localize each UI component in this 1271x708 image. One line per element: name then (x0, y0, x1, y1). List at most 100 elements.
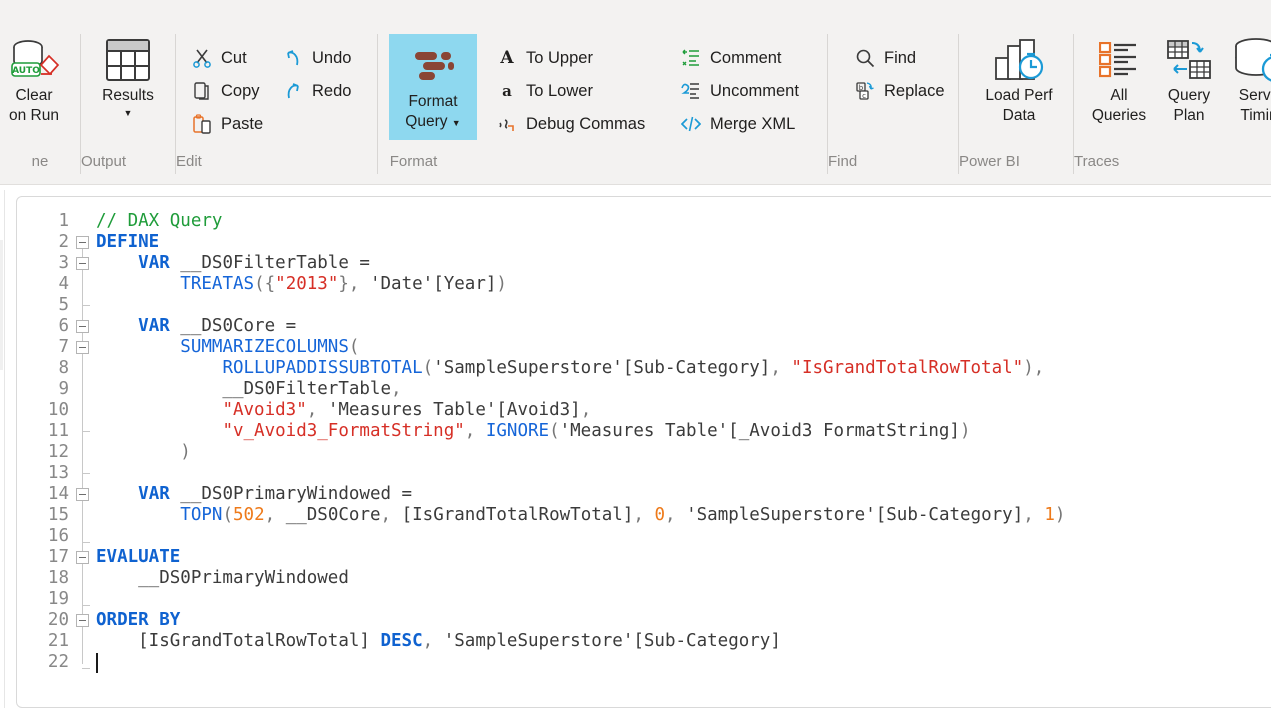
fold-tick-5 (82, 305, 90, 306)
debug-commas-button[interactable]: Debug Commas (497, 109, 645, 139)
code-line[interactable]: 14 VAR __DS0PrimaryWindowed = (17, 484, 1271, 505)
token-id: __DS0Core (285, 505, 381, 525)
results-button[interactable]: Results▼ (84, 34, 172, 119)
code-line[interactable]: 8 ROLLUPADDISSUBTOTAL('SampleSuperstore'… (17, 358, 1271, 379)
code-line[interactable]: 9 __DS0FilterTable, (17, 379, 1271, 400)
query-plan-button[interactable]: Query Plan (1145, 34, 1233, 126)
redo-button[interactable]: Redo (283, 76, 351, 106)
token-id: 'Measures Table'[Avoid3] (327, 400, 581, 420)
code-text[interactable]: ROLLUPADDISSUBTOTAL('SampleSuperstore'[S… (96, 358, 1044, 379)
line-number: 9 (58, 379, 69, 399)
code-text[interactable]: __DS0PrimaryWindowed (96, 568, 349, 589)
code-text[interactable]: VAR __DS0Core = (96, 316, 296, 337)
token-pun: , (633, 505, 655, 525)
token-pun: , (1023, 505, 1045, 525)
code-line[interactable]: 3 VAR __DS0FilterTable = (17, 253, 1271, 274)
code-text[interactable]: __DS0FilterTable, (96, 379, 402, 400)
code-line[interactable]: 16 (17, 526, 1271, 547)
chevron-down-icon[interactable]: ▼ (123, 108, 133, 118)
code-text[interactable]: DEFINE (96, 232, 159, 253)
code-text[interactable]: VAR __DS0PrimaryWindowed = (96, 484, 412, 505)
fold-toggle-14[interactable] (76, 488, 89, 501)
line-number: 15 (47, 505, 69, 525)
token-kw: VAR (138, 253, 170, 273)
fold-toggle-17[interactable] (76, 551, 89, 564)
chevron-down-icon[interactable]: ▼ (451, 118, 461, 128)
code-text[interactable]: "v_Avoid3_FormatString", IGNORE('Measure… (96, 421, 970, 442)
line-number: 13 (47, 463, 69, 483)
load-perf-data-button[interactable]: Load Perf Data (975, 34, 1063, 126)
comment-button[interactable]: Comment (681, 43, 782, 73)
line-number: 7 (58, 337, 69, 357)
code-line[interactable]: 15 TOPN(502, __DS0Core, [IsGrandTotalRow… (17, 505, 1271, 526)
code-line[interactable]: 18 __DS0PrimaryWindowed (17, 568, 1271, 589)
code-text[interactable]: EVALUATE (96, 547, 180, 568)
line-number: 5 (58, 295, 69, 315)
token-pun: , (391, 379, 402, 399)
fold-toggle-6[interactable] (76, 320, 89, 333)
code-line[interactable]: 12 ) (17, 442, 1271, 463)
token-id: 'Measures Table'[_Avoid3 FormatString] (559, 421, 960, 441)
ribbon-divider-3 (827, 34, 828, 174)
code-line[interactable]: 1// DAX Query (17, 211, 1271, 232)
code-line[interactable]: 7 SUMMARIZECOLUMNS( (17, 337, 1271, 358)
token-fn: IGNORE (485, 421, 550, 441)
fold-toggle-2[interactable] (76, 236, 89, 249)
code-line[interactable]: 4 TREATAS({"2013"}, 'Date'[Year]) (17, 274, 1271, 295)
token-pun: , (380, 505, 402, 525)
ribbon-group-label-power-bi: Power BI (959, 153, 1020, 170)
left-panel-edge-segment (0, 240, 3, 370)
code-line[interactable]: 6 VAR __DS0Core = (17, 316, 1271, 337)
undo-button[interactable]: Undo (283, 43, 351, 73)
code-text[interactable]: SUMMARIZECOLUMNS( (96, 337, 359, 358)
uncomment-button[interactable]: Uncomment (681, 76, 799, 106)
code-text[interactable]: [IsGrandTotalRowTotal] DESC, 'SampleSupe… (96, 631, 781, 652)
all-queries-button[interactable]: All Queries (1075, 34, 1163, 126)
fold-connector (82, 236, 83, 664)
paste-button[interactable]: Paste (192, 109, 263, 139)
code-line[interactable]: 5 (17, 295, 1271, 316)
paste-label: Paste (221, 114, 264, 133)
code-text[interactable]: // DAX Query (96, 211, 222, 232)
token-id: 'Date'[Year] (369, 274, 497, 294)
code-text[interactable]: TOPN(502, __DS0Core, [IsGrandTotalRowTot… (96, 505, 1065, 526)
code-line[interactable]: 11 "v_Avoid3_FormatString", IGNORE('Meas… (17, 421, 1271, 442)
ribbon-group-label-format: Format (389, 153, 438, 170)
code-text[interactable]: TREATAS({"2013"}, 'Date'[Year]) (96, 274, 507, 295)
format-query-button[interactable]: Format Query ▼ (389, 34, 477, 140)
code-line[interactable]: 19 (17, 589, 1271, 610)
merge-xml-button[interactable]: Merge XML (681, 109, 795, 139)
code-text[interactable]: "Avoid3", 'Measures Table'[Avoid3], (96, 400, 591, 421)
copy-button[interactable]: Copy (192, 76, 260, 106)
left-panel-edge (4, 190, 5, 708)
server-timings-button[interactable]: Serve Timin (1215, 34, 1271, 126)
fold-toggle-7[interactable] (76, 341, 89, 354)
code-line[interactable]: 21 [IsGrandTotalRowTotal] DESC, 'SampleS… (17, 631, 1271, 652)
code-line[interactable]: 22 (17, 652, 1271, 673)
line-number: 18 (47, 568, 69, 588)
code-line[interactable]: 13 (17, 463, 1271, 484)
code-text[interactable]: ) (96, 442, 191, 463)
token-pun: ) (496, 274, 507, 294)
token-id (96, 358, 222, 378)
fold-toggle-3[interactable] (76, 257, 89, 270)
token-fn: SUMMARIZECOLUMNS (180, 337, 349, 357)
ribbon-group-label-edit: Edit (176, 153, 202, 170)
load-perf-data-label: Load Perf Data (985, 87, 1053, 124)
code-text[interactable]: VAR __DS0FilterTable = (96, 253, 370, 274)
cut-button[interactable]: Cut (192, 43, 247, 73)
fold-toggle-20[interactable] (76, 614, 89, 627)
find-button[interactable]: Find (855, 43, 916, 73)
code-text[interactable]: ORDER BY (96, 610, 180, 631)
code-line[interactable]: 10 "Avoid3", 'Measures Table'[Avoid3], (17, 400, 1271, 421)
fold-gutter[interactable] (17, 197, 96, 707)
